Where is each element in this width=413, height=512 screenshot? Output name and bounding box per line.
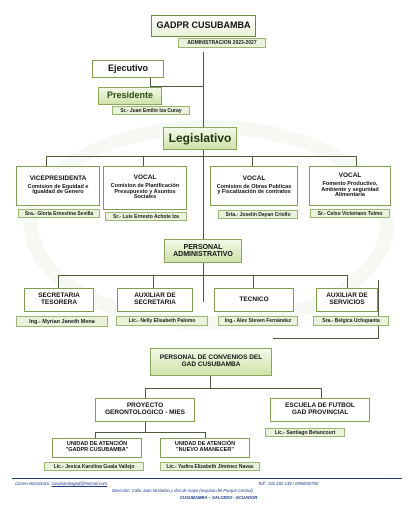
connector — [321, 388, 322, 398]
connector — [145, 388, 146, 398]
unit-box: UNIDAD DE ATENCIÓN "NUEVO AMANECER" — [160, 438, 250, 458]
footer-email: Correo electrónico: cusubambagad@hotmail… — [15, 481, 107, 486]
connector — [58, 275, 59, 288]
title-box: GADPR CUSUBAMBA — [151, 15, 256, 37]
member-role: VOCAL — [338, 171, 362, 179]
connector — [46, 156, 356, 157]
connector — [356, 156, 357, 166]
connector — [145, 422, 146, 432]
staff-box: TECNICO — [214, 288, 294, 312]
member-commission: Comision de Equidad e Igualdad de Genero — [27, 183, 89, 196]
member-role: VOCAL — [242, 174, 266, 182]
staff-box: AUXILIAR DE SERVICIOS — [316, 288, 378, 312]
legislative-label: Legislativo — [168, 131, 232, 146]
connector — [95, 432, 96, 438]
chart-title: GADPR CUSUBAMBA — [156, 20, 251, 31]
member-name: Sr.- Luis Ernesto Achote Iza — [105, 212, 187, 221]
staff-box: SECRETARIA TESORERA — [24, 288, 94, 312]
staff-role: AUXILIAR DE SERVICIOS — [326, 292, 368, 306]
staff-name: Ing.- Alex Steven Fernández — [218, 316, 298, 326]
staff-name: Sra.- Belgica Uchupanta — [313, 316, 389, 326]
footer-address-label: Dirección: — [112, 488, 131, 493]
connector — [150, 78, 151, 93]
footer-address-value: Calle Juan Montalvo y dos de mayo (esqui… — [131, 488, 253, 493]
school-box: ESCUELA DE FUTBOL GAD PROVINCIAL — [270, 398, 370, 422]
connector — [210, 376, 211, 388]
footer-email-value[interactable]: cusubambagad@hotmail.com — [51, 481, 108, 486]
connector — [253, 275, 254, 288]
member-commission: Fomento Productivo, Ambiente y seguridad… — [321, 180, 379, 199]
staff-box: AUXILIAR DE SECRETARIA — [117, 288, 193, 312]
school-name: Lic.- Santiago Betancourt — [265, 428, 345, 437]
footer-address: Dirección: Calle Juan Montalvo y dos de … — [112, 488, 253, 493]
member-role: VOCAL — [133, 173, 157, 181]
executive-box: Ejecutivo — [92, 60, 164, 78]
member-role: VICEPRESIDENTA — [29, 174, 87, 182]
president-name: Sr.- Juan Emilio Iza Curay — [112, 106, 190, 115]
president-box: Presidente — [98, 87, 162, 105]
connector — [46, 156, 47, 166]
staff-role: TECNICO — [239, 295, 269, 303]
legislative-box: Legislativo — [163, 127, 237, 150]
legislative-member-box: VOCAL Comision de Planificación Presupue… — [103, 166, 187, 210]
footer-city: CUSUBAMBA – SALCEDO - ECUADOR — [180, 495, 258, 500]
member-commission: Comision de Obras Publicas y Fiscalizaci… — [216, 183, 292, 196]
member-name: Srta.- Joselin Dayan Criollo — [218, 210, 298, 219]
agreements-label: PERSONAL DE CONVENIOS DEL GAD CUSUBAMBA — [159, 354, 263, 368]
unit-name: Lic.- Jesica Karolina Guala Vallejo — [44, 462, 144, 471]
connector — [203, 52, 204, 302]
staff-name: Lic.- Nelly Elisabeth Palomo — [116, 316, 208, 326]
unit-name: Lic.- Yadira Elizabeth Jiménez Navas — [160, 462, 260, 471]
connector — [150, 86, 203, 87]
connector — [143, 156, 144, 166]
footer-rule — [12, 478, 402, 479]
administrative-label: PERSONAL ADMINISTRATIVO — [173, 243, 233, 258]
president-title: Presidente — [106, 90, 154, 101]
project-label: PROYECTO GERONTOLOGICO - MIES — [104, 402, 186, 416]
staff-name: Ing.- Myrian Janeth Mena — [16, 316, 108, 327]
connector — [252, 156, 253, 166]
subtitle-tag: ADMINISTRACION 2023-2027 — [178, 38, 266, 48]
staff-role: SECRETARIA TESORERA — [38, 292, 80, 306]
member-commission: Comision de Planificación Presupuesto y … — [110, 182, 180, 201]
administrative-box: PERSONAL ADMINISTRATIVO — [164, 239, 242, 263]
unit-title: UNIDAD DE ATENCIÓN "GADPR CUSUBAMBA" — [65, 441, 129, 453]
member-name: Sra.- Gloria Ernestina Sevilla — [18, 209, 100, 218]
connector — [145, 388, 322, 389]
connector — [273, 338, 379, 339]
executive-label: Ejecutivo — [107, 63, 148, 74]
project-box: PROYECTO GERONTOLOGICO - MIES — [95, 398, 195, 422]
legislative-member-box: VOCAL Comision de Obras Publicas y Fisca… — [210, 166, 298, 206]
legislative-member-box: VOCAL Fomento Productivo, Ambiente y seg… — [309, 166, 391, 206]
connector — [153, 275, 154, 288]
unit-box: UNIDAD DE ATENCIÓN "GADPR CUSUBAMBA" — [52, 438, 142, 458]
connector — [205, 432, 206, 438]
agreements-box: PERSONAL DE CONVENIOS DEL GAD CUSUBAMBA — [150, 348, 272, 376]
school-label: ESCUELA DE FUTBOL GAD PROVINCIAL — [285, 402, 355, 416]
connector — [347, 275, 348, 288]
legislative-member-box: VICEPRESIDENTA Comision de Equidad e Igu… — [16, 166, 100, 206]
footer-email-label: Correo electrónico: — [15, 481, 51, 486]
connector — [95, 432, 205, 433]
member-name: Sr.- Celso Victoriano Tulmo — [310, 209, 390, 218]
connector — [58, 275, 348, 276]
footer-phone: Telf.: 032 282-139 / 0998046750 — [258, 481, 319, 486]
unit-title: UNIDAD DE ATENCIÓN "NUEVO AMANECER" — [174, 441, 236, 453]
connector — [378, 280, 379, 338]
staff-role: AUXILIAR DE SECRETARIA — [134, 292, 176, 306]
